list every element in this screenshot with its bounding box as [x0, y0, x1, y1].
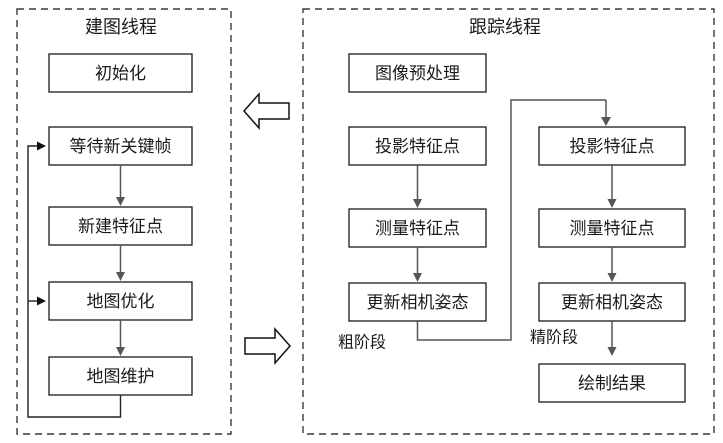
- node-update-camera-pose-fine[interactable]: [538, 282, 686, 322]
- tracking-thread-title: 跟踪线程: [469, 17, 541, 38]
- node-init[interactable]: [48, 53, 193, 93]
- mapping-thread-title: 建图线程: [85, 17, 157, 38]
- mapping-thread-panel-border: [16, 8, 232, 435]
- connector-coarse-stage-to-fine-stage: [416, 99, 606, 341]
- node-project-feature-points-fine[interactable]: [538, 126, 686, 166]
- node-update-camera-pose-fine-label: 更新相机姿态: [561, 293, 663, 313]
- node-image-preprocessing[interactable]: [348, 53, 487, 93]
- node-project-feature-points-fine-label: 投影特征点: [570, 137, 655, 157]
- arrowhead-newfeature: [116, 197, 125, 206]
- mapping-thread-panel: 建图线程 初始化 等待新关键帧 新建特征点 地图优化 地图维护: [16, 8, 232, 435]
- node-measure-feature-points-coarse[interactable]: [348, 208, 487, 248]
- node-measure-feature-points-coarse-label: 测量特征点: [375, 219, 460, 239]
- node-project-feature-points-coarse-label: 投影特征点: [375, 137, 460, 157]
- arrowhead-mapmaint: [116, 347, 125, 356]
- node-measure-feature-points-fine[interactable]: [538, 208, 686, 248]
- arrowhead-mapopt: [116, 272, 125, 281]
- node-measure-feature-points-fine-label: 测量特征点: [570, 219, 655, 239]
- arrowhead-drawresult: [607, 347, 617, 356]
- node-update-camera-pose-coarse-label: 更新相机姿态: [367, 293, 469, 313]
- node-wait-keyframe[interactable]: [48, 126, 193, 166]
- arrowhead-posecoarse: [413, 273, 422, 282]
- node-map-maintenance-label: 地图维护: [87, 367, 155, 387]
- node-image-preprocessing-label: 图像预处理: [375, 64, 460, 84]
- arrowhead-measfine: [607, 199, 617, 208]
- node-init-label: 初始化: [95, 64, 146, 84]
- stage-label-coarse: 粗阶段: [338, 333, 386, 352]
- node-map-optimization-label: 地图优化: [87, 292, 155, 312]
- node-wait-keyframe-label: 等待新关键帧: [70, 137, 172, 157]
- arrowhead-posefine: [607, 273, 617, 282]
- block-arrow-right: [244, 327, 292, 365]
- tracking-thread-panel: 跟踪线程 图像预处理 投影特征点 测量特征点 更新相机姿态 投影特征点 测量特征…: [302, 8, 715, 435]
- arrowhead-meascoarse: [413, 199, 422, 208]
- node-project-feature-points-coarse[interactable]: [348, 126, 487, 166]
- block-arrow-left: [242, 92, 290, 130]
- node-map-optimization[interactable]: [48, 281, 193, 321]
- arrowhead-projfine: [601, 117, 611, 126]
- node-map-maintenance[interactable]: [48, 356, 193, 396]
- connector-loopback-to-waitkeyframe: [27, 145, 122, 418]
- tracking-thread-panel-border: [302, 8, 715, 435]
- node-draw-result-label: 绘制结果: [578, 374, 646, 394]
- stage-label-fine: 精阶段: [530, 328, 578, 347]
- node-draw-result[interactable]: [538, 363, 686, 403]
- node-new-feature-point-label: 新建特征点: [78, 217, 163, 237]
- arrowhead-loopback-waitkeyframe: [37, 141, 46, 151]
- interthread-arrows: [242, 92, 292, 365]
- arrowhead-loopback-mapoptimization: [37, 296, 46, 306]
